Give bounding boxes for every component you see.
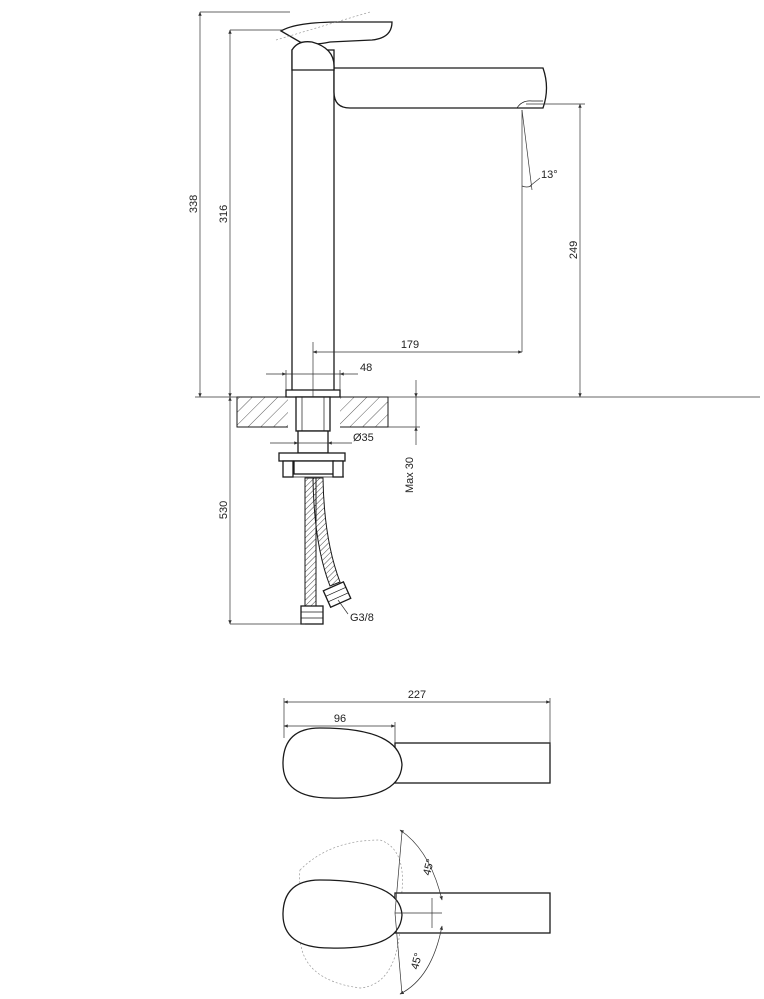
handle-neck — [291, 41, 335, 71]
dim-spout-angle: 13° — [541, 169, 558, 181]
fixing-bolt-right — [332, 460, 344, 478]
handle-ghost — [275, 11, 371, 41]
dim-handle-width: 96 — [334, 713, 346, 725]
spout — [333, 67, 548, 109]
shank-lower — [297, 430, 329, 454]
hose-right — [312, 477, 341, 587]
dim-max-counter-thickness: Max 30 — [404, 457, 416, 493]
dim-base-diameter: 48 — [360, 362, 372, 374]
rotation-view: 45° 45° — [282, 829, 551, 995]
dim-spout-reach: 179 — [401, 339, 419, 351]
rotated-handle-up — [299, 839, 403, 906]
dim-rotation-up: 45° — [421, 858, 437, 877]
handle-lever — [279, 21, 393, 45]
dim-hose-connection: G3/8 — [350, 612, 374, 624]
fixing-nut — [293, 460, 335, 475]
fixing-plate — [278, 452, 346, 462]
fixing-bolt-left — [282, 460, 294, 478]
top-view-handle — [282, 727, 403, 799]
dim-total-height: 338 — [188, 195, 200, 213]
hose-nut-right — [322, 581, 352, 609]
spout-aerator — [516, 100, 543, 109]
dim-handle-length: 227 — [408, 689, 426, 701]
dim-rotation-down: 45° — [409, 952, 425, 971]
top-view: 227 96 — [282, 689, 551, 799]
rotation-view-handle — [282, 879, 403, 949]
shank — [295, 396, 331, 432]
hose-nut-left — [300, 605, 324, 625]
dim-body-height: 316 — [218, 205, 230, 223]
side-view: 338 316 249 13° 179 48 Ø35 — [188, 11, 760, 625]
rotated-handle-down — [299, 929, 401, 989]
top-view-spout — [394, 742, 551, 784]
dim-spout-height: 249 — [568, 241, 580, 259]
dim-shank-diameter: Ø35 — [353, 432, 374, 444]
dim-hose-length: 530 — [218, 501, 230, 519]
